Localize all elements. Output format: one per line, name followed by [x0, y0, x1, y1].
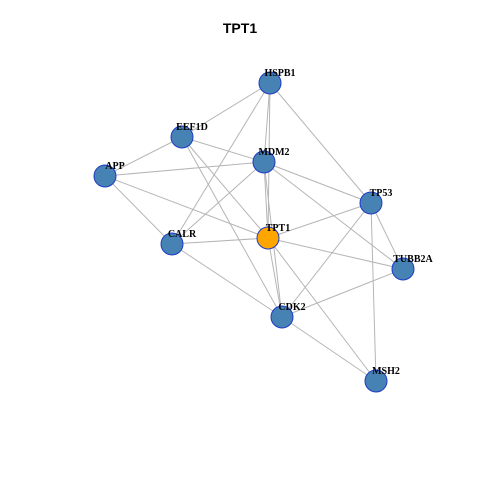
node-tubb2a [391, 257, 415, 281]
edge-cdk2-msh2 [281, 316, 377, 382]
edge-tp53-tubb2a [370, 202, 404, 270]
edge-tp53-cdk2 [281, 202, 372, 318]
node-mdm2 [252, 150, 276, 174]
edge-layer [104, 82, 404, 382]
node-eef1d [170, 125, 194, 149]
edge-calr-cdk2 [171, 243, 283, 318]
edge-app-mdm2 [104, 161, 265, 177]
edge-eef1d-app [104, 136, 183, 177]
node-app [93, 164, 117, 188]
edge-tpt1-msh2 [267, 237, 377, 382]
node-tp53 [359, 191, 383, 215]
edge-mdm2-tpt1 [263, 161, 269, 239]
edge-hspb1-tp53 [269, 82, 372, 204]
node-label-msh2: MSH2 [372, 366, 400, 377]
edge-mdm2-calr [171, 161, 265, 245]
node-label-calr: CALR [168, 229, 197, 240]
edge-app-calr [104, 175, 173, 245]
node-calr [160, 232, 184, 256]
edge-tp53-tpt1 [267, 202, 372, 239]
node-label-hspb1: HSPB1 [264, 68, 295, 79]
edge-tpt1-calr [171, 237, 269, 245]
node-hspb1 [258, 71, 282, 95]
edge-hspb1-calr [171, 82, 271, 245]
edge-eef1d-cdk2 [181, 136, 283, 318]
edge-hspb1-mdm2 [263, 82, 271, 163]
node-label-tp53: TP53 [370, 188, 393, 199]
edge-tpt1-cdk2 [267, 237, 283, 318]
node-label-mdm2: MDM2 [258, 147, 289, 158]
edge-app-tpt1 [104, 175, 269, 239]
node-label-eef1d: EEF1D [176, 122, 208, 133]
node-tpt1 [256, 226, 280, 250]
node-label-tpt1: TPT1 [266, 223, 290, 234]
node-msh2 [364, 369, 388, 393]
edge-eef1d-mdm2 [181, 136, 265, 163]
diagram-title: TPT1 [222, 20, 258, 36]
node-layer [93, 71, 415, 393]
node-label-app: APP [105, 161, 124, 172]
edge-tp53-msh2 [370, 202, 377, 382]
edge-hspb1-eef1d [181, 82, 271, 138]
edge-eef1d-tpt1 [181, 136, 269, 239]
node-label-tubb2a: TUBB2A [393, 254, 433, 265]
node-cdk2 [270, 305, 294, 329]
edge-mdm2-tp53 [263, 161, 372, 204]
edge-tpt1-tubb2a [267, 237, 404, 270]
node-label-cdk2: CDK2 [278, 302, 305, 313]
edge-cdk2-tubb2a [281, 268, 404, 318]
